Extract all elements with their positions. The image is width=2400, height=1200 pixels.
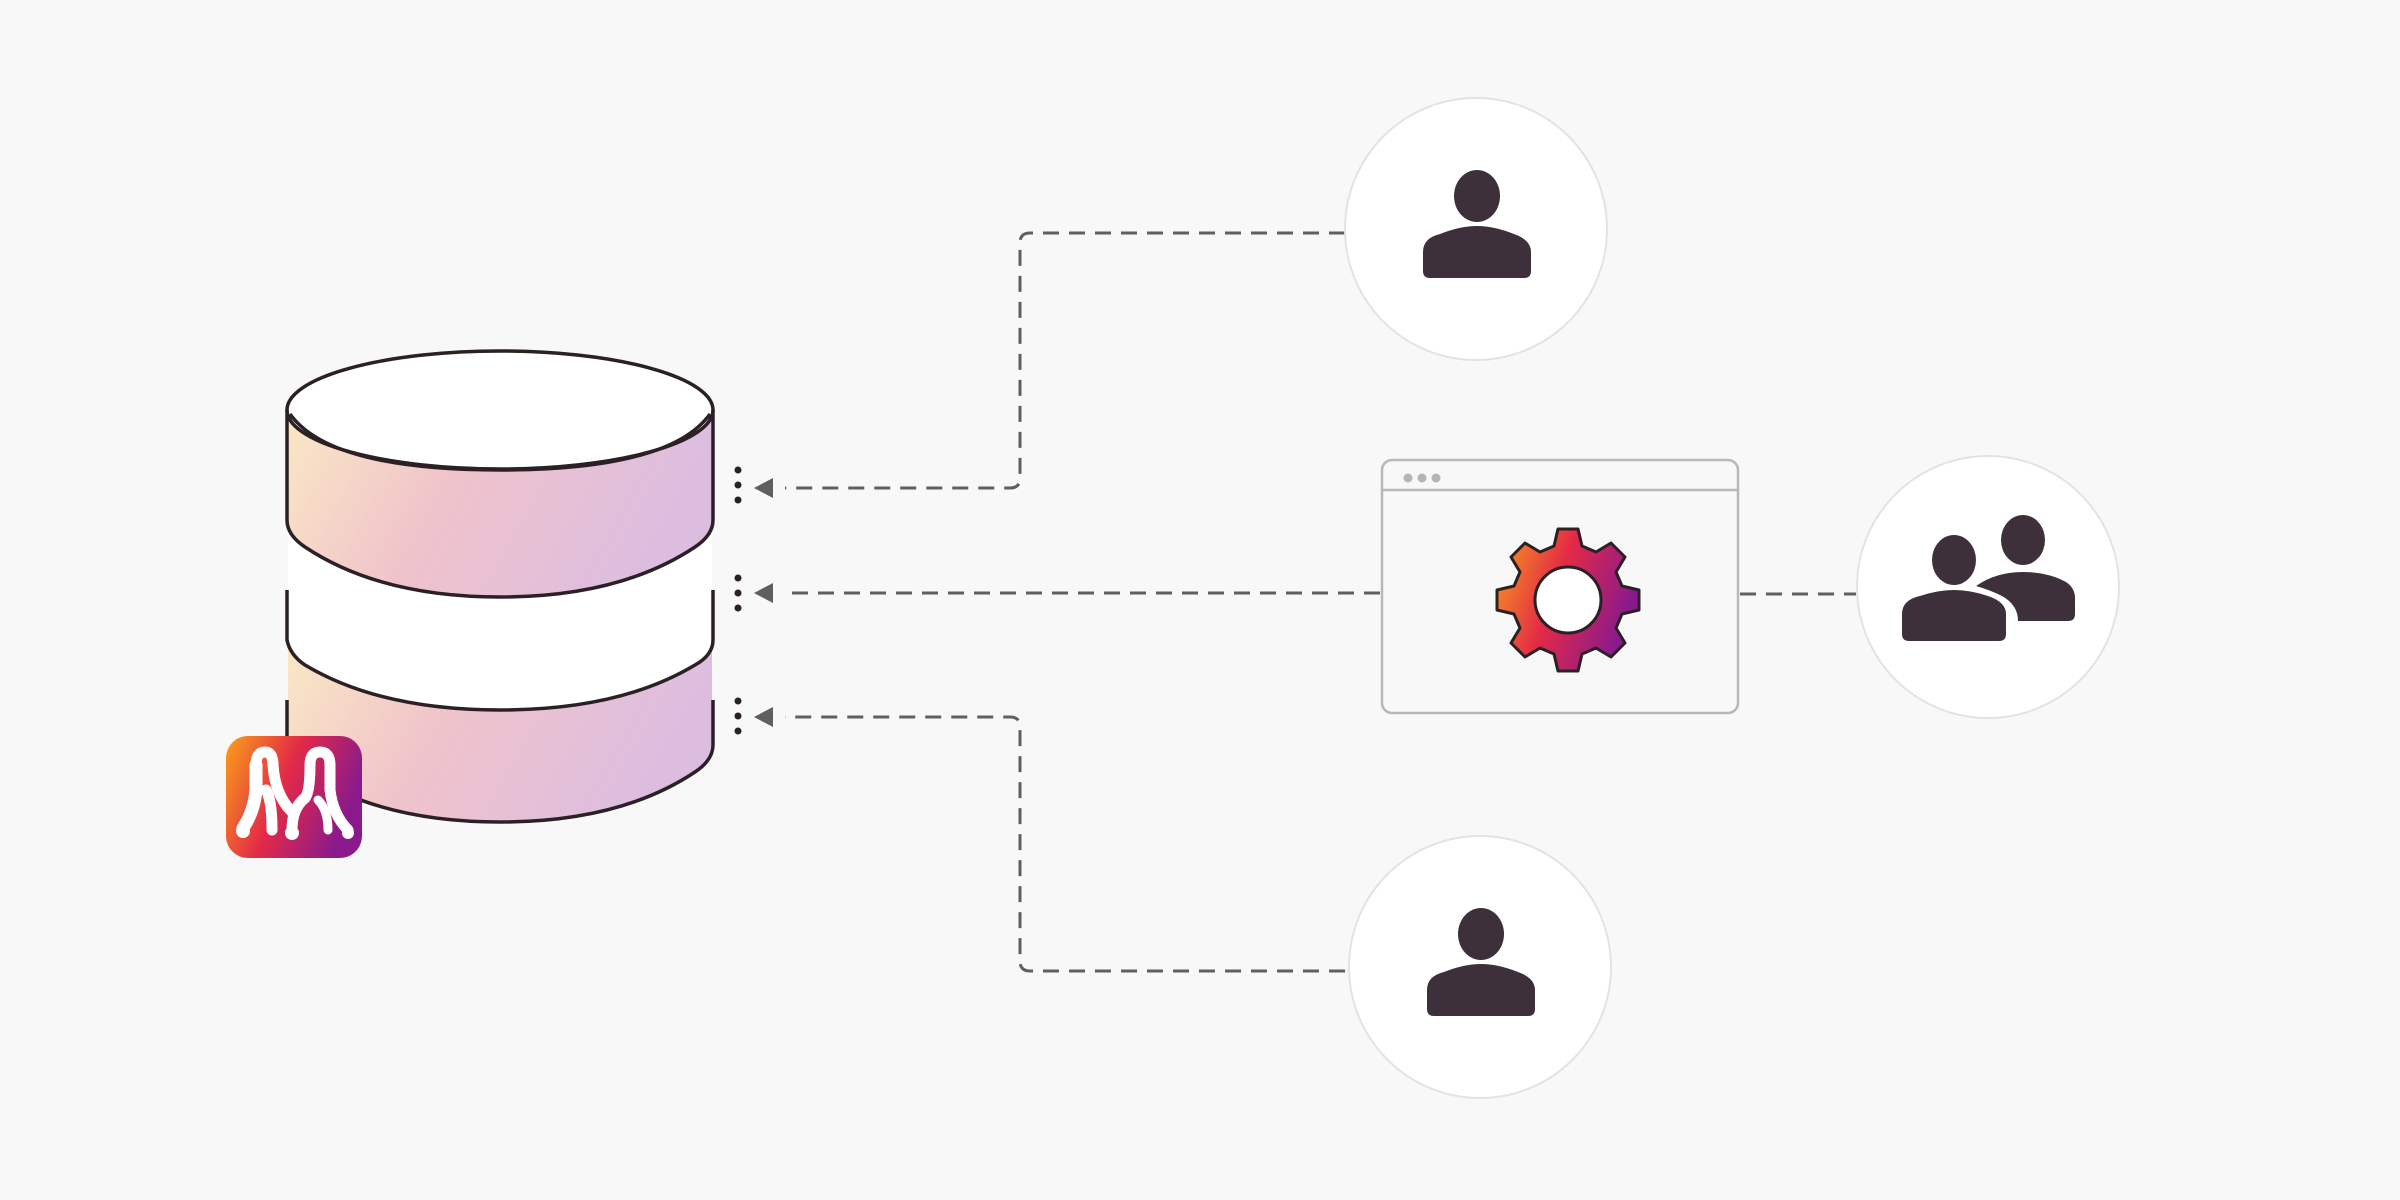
users-group-icon xyxy=(1902,515,2075,641)
port-dots-middle xyxy=(734,574,742,612)
user-icon xyxy=(1427,908,1535,1016)
connectors xyxy=(734,231,1856,973)
users-group-avatar xyxy=(1856,455,2120,719)
database-icon xyxy=(285,349,715,824)
port-dots-bottom xyxy=(734,697,742,735)
gear-icon xyxy=(1495,527,1641,673)
meilisearch-logo xyxy=(226,736,362,858)
port-dots-top xyxy=(734,466,742,504)
arrow-head-bottom xyxy=(754,707,773,727)
arrow-head-middle xyxy=(754,583,773,603)
app-window xyxy=(1380,458,1740,715)
arrow-head-top xyxy=(754,478,773,498)
connector-bottom-user xyxy=(785,715,1345,973)
user-avatar-top xyxy=(1344,97,1608,361)
user-avatar-bottom xyxy=(1348,835,1612,1099)
user-icon xyxy=(1423,170,1531,278)
connector-top-user xyxy=(785,231,1345,490)
window-dots xyxy=(1403,473,1441,483)
